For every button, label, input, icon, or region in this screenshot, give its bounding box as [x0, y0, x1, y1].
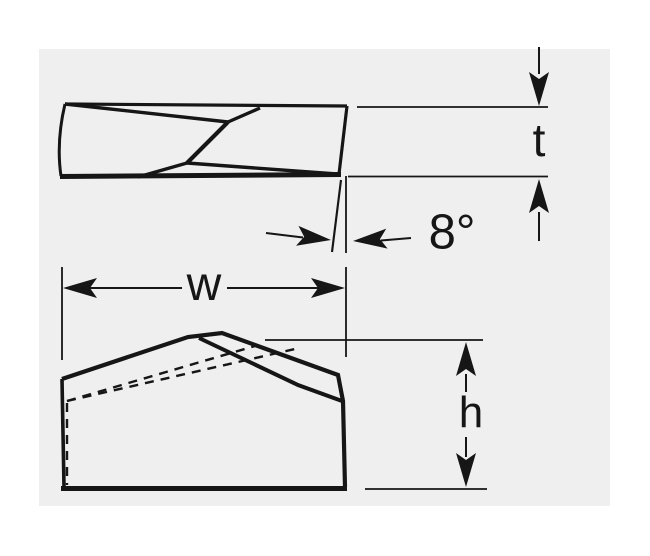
h-arrowhead-down — [456, 453, 476, 487]
h-dimension — [265, 339, 487, 490]
w-arrowhead-right — [311, 278, 345, 298]
h-arrowhead-up — [456, 342, 476, 376]
width-label: w — [186, 258, 222, 311]
t-arrowhead-down — [529, 72, 549, 106]
w-dimension — [61, 267, 345, 360]
w-arrowhead-left — [63, 278, 97, 298]
side-view-top-edge — [64, 102, 348, 108]
t-arrowhead-up — [529, 179, 549, 213]
angle-callout — [265, 176, 412, 357]
angle-right-arrow-shaft — [380, 237, 412, 242]
front-view-left-edge — [60, 378, 66, 488]
front-view-hidden-edges — [65, 344, 296, 485]
front-view — [60, 330, 348, 491]
t-dimension — [348, 47, 549, 241]
angle-flank-line — [330, 179, 343, 253]
angle-arrowhead-left — [353, 228, 388, 249]
side-view-facet-lines — [64, 102, 338, 179]
side-view — [57, 102, 349, 179]
front-view-top-outline — [61, 330, 348, 488]
side-view-bottom-edge — [59, 172, 342, 179]
angle-label: 8° — [428, 205, 476, 260]
height-label: h — [458, 388, 484, 437]
front-view-facet-edge — [198, 336, 343, 403]
drawing-area — [39, 49, 610, 506]
side-view-left-edge — [57, 103, 67, 177]
angle-left-arrow-shaft — [265, 232, 304, 239]
angle-arrowhead-right — [296, 225, 331, 246]
side-view-right-edge — [337, 105, 349, 175]
thickness-label: t — [532, 114, 546, 166]
